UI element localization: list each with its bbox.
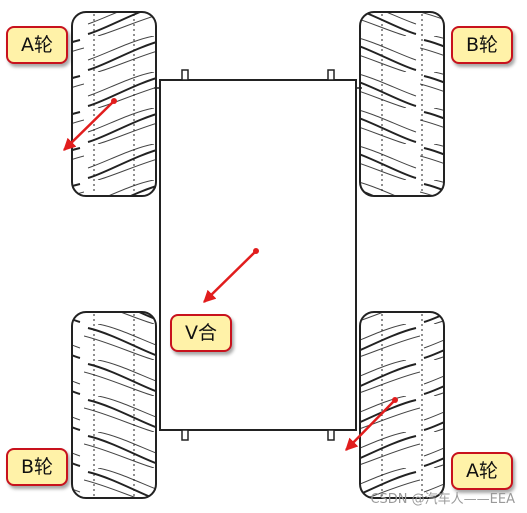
wheel-front-right [359, 11, 445, 197]
label-front-left-wheel: A轮 [6, 26, 68, 64]
resultant-velocity-arrow [203, 248, 259, 303]
force-arrow-rear-right [345, 397, 398, 451]
wheel-rear-left [71, 311, 157, 499]
label-front-right-wheel: B轮 [451, 26, 513, 64]
force-arrow-front-left [63, 98, 117, 151]
wheel-rear-right [359, 311, 445, 499]
label-resultant-velocity: V合 [170, 314, 232, 352]
label-rear-right-wheel: A轮 [451, 452, 513, 490]
watermark: CSDN @汽车人——EEA [370, 492, 515, 507]
chassis [154, 69, 362, 441]
label-rear-left-wheel: B轮 [6, 448, 68, 486]
